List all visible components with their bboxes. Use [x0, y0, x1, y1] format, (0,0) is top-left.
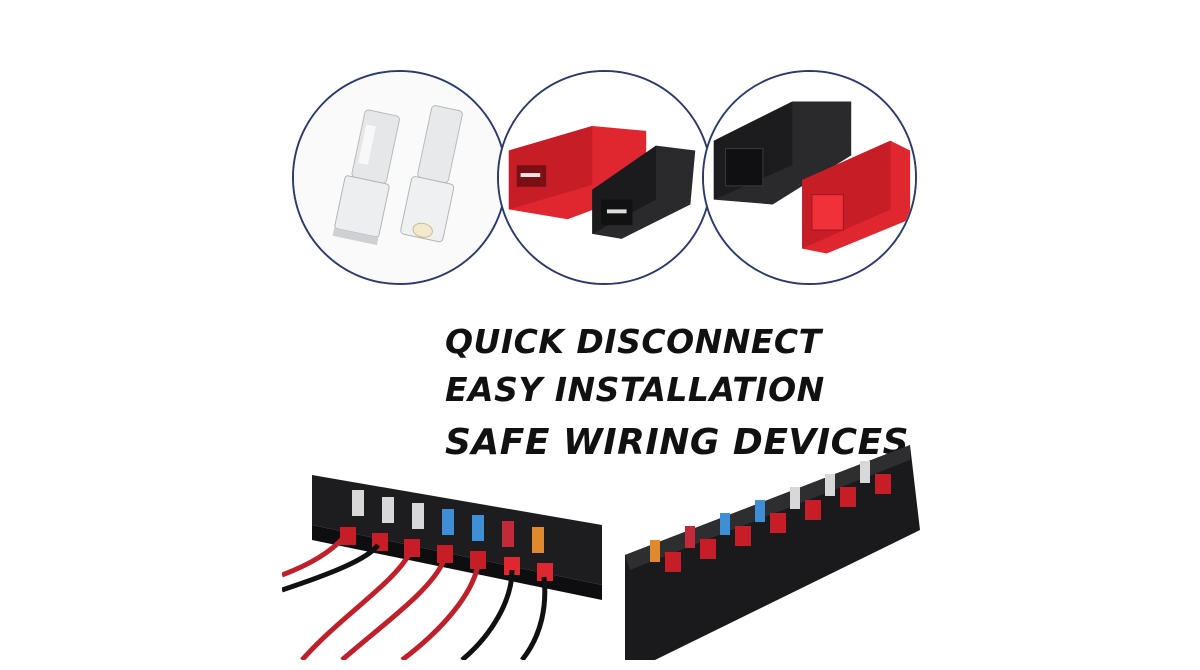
red-black-connectors-image — [497, 70, 712, 285]
terminal-contacts-image — [292, 70, 507, 285]
headline-safe-wiring-devices: SAFE WIRING DEVICES — [445, 422, 910, 463]
headline-easy-installation: EASY INSTALLATION — [445, 370, 825, 409]
distribution-block-closeup-image — [625, 445, 920, 660]
distribution-block-with-wires-image — [282, 475, 602, 660]
headline-quick-disconnect: QUICK DISCONNECT — [445, 322, 822, 361]
connector-housings-image — [702, 70, 917, 285]
